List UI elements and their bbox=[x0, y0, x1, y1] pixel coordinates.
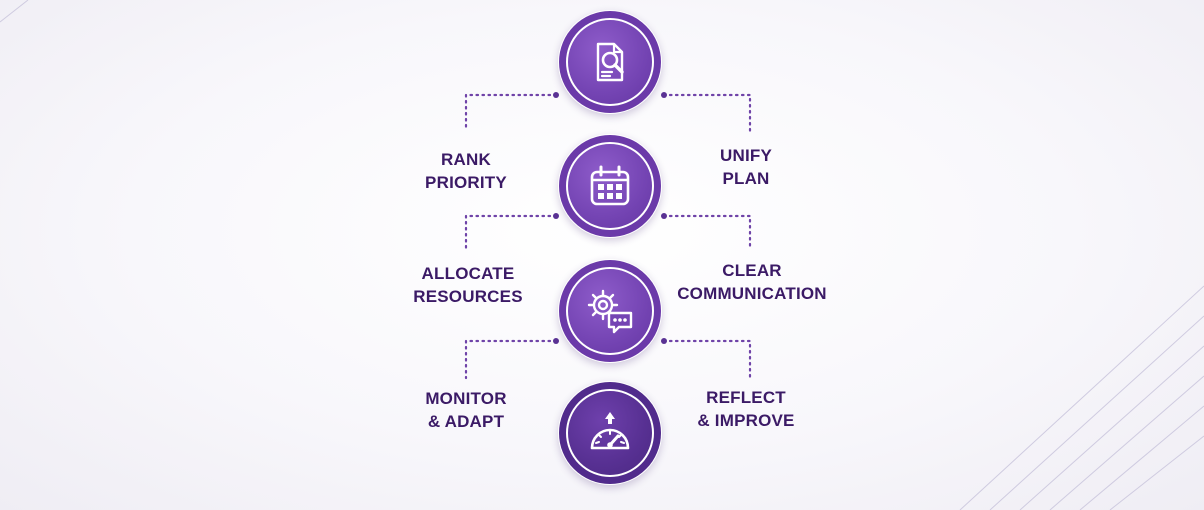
connector-dot bbox=[553, 213, 559, 219]
speedometer-icon bbox=[590, 412, 630, 450]
label-line: RESOURCES bbox=[413, 287, 523, 306]
connector-dot bbox=[661, 338, 667, 344]
step-circle-schedule bbox=[558, 134, 662, 238]
label-line: RANK bbox=[441, 150, 491, 169]
label-line: PRIORITY bbox=[425, 173, 507, 192]
label-monitor-adapt: MONITOR & ADAPT bbox=[404, 387, 528, 433]
label-line: & IMPROVE bbox=[697, 411, 795, 430]
gear-chat-icon bbox=[587, 289, 633, 334]
step-circle-research bbox=[558, 10, 662, 114]
connector-right-3 bbox=[662, 339, 752, 380]
label-line: PLAN bbox=[722, 169, 770, 188]
label-line: CLEAR bbox=[722, 261, 782, 280]
label-clear-communication: CLEAR COMMUNICATION bbox=[670, 259, 834, 305]
connector-dot bbox=[553, 92, 559, 98]
label-reflect-improve: REFLECT & IMPROVE bbox=[684, 386, 808, 432]
step-inner bbox=[566, 267, 654, 355]
connector-dot bbox=[661, 92, 667, 98]
step-circle-measure bbox=[558, 381, 662, 485]
label-allocate-resources: ALLOCATE RESOURCES bbox=[398, 262, 538, 308]
label-line: UNIFY bbox=[720, 146, 772, 165]
label-line: & ADAPT bbox=[427, 412, 505, 431]
label-rank-priority: RANK PRIORITY bbox=[404, 148, 528, 194]
connector-left-2 bbox=[464, 214, 558, 252]
connector-dot bbox=[553, 338, 559, 344]
document-search-icon bbox=[596, 42, 624, 82]
label-line: REFLECT bbox=[706, 388, 786, 407]
label-line: ALLOCATE bbox=[421, 264, 515, 283]
step-inner bbox=[566, 142, 654, 230]
calendar-icon bbox=[590, 165, 630, 206]
label-line: COMMUNICATION bbox=[677, 284, 827, 303]
connector-right-1 bbox=[662, 93, 752, 133]
step-inner bbox=[566, 389, 654, 477]
connector-right-2 bbox=[662, 214, 752, 252]
connector-left-1 bbox=[464, 93, 558, 133]
connector-left-3 bbox=[464, 339, 558, 380]
step-inner bbox=[566, 18, 654, 106]
step-circle-coordinate bbox=[558, 259, 662, 363]
connector-dot bbox=[661, 213, 667, 219]
label-unify-plan: UNIFY PLAN bbox=[684, 144, 808, 190]
label-line: MONITOR bbox=[425, 389, 507, 408]
